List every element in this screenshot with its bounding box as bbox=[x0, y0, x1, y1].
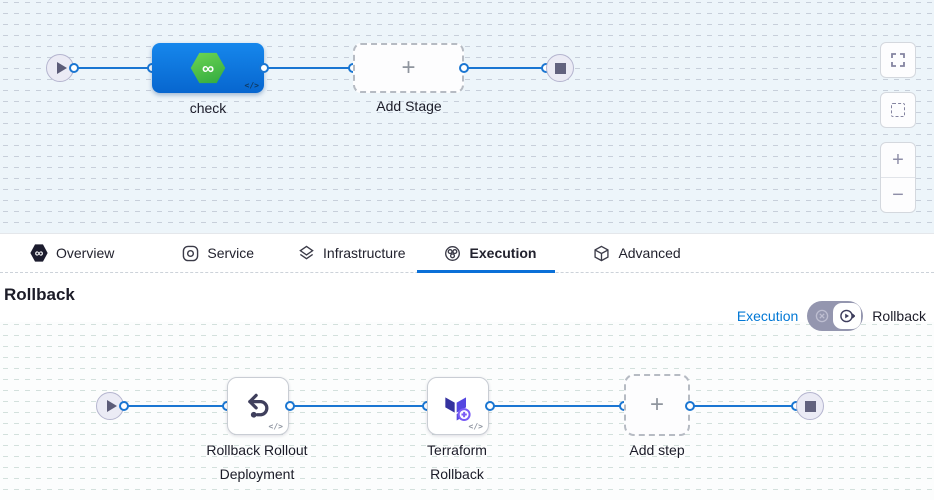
execution-icon bbox=[444, 244, 462, 262]
code-view-icon[interactable]: </> bbox=[244, 81, 259, 90]
fullscreen-icon bbox=[891, 53, 905, 67]
add-step-label: Add step bbox=[629, 442, 685, 458]
add-step-button[interactable]: + bbox=[624, 374, 690, 436]
edge bbox=[290, 405, 427, 407]
edge bbox=[690, 405, 796, 407]
stop-icon bbox=[804, 400, 816, 412]
zoom-group: + − bbox=[880, 142, 916, 213]
tab-infrastructure[interactable]: Infrastructure bbox=[297, 244, 406, 262]
pipeline-end-node bbox=[546, 54, 574, 82]
stage-node-check[interactable]: ∞ </> bbox=[152, 43, 264, 93]
service-icon bbox=[181, 244, 199, 262]
pipeline-tabbar: ∞ Overview Service Infrastructure Execut… bbox=[0, 233, 934, 273]
circle-x-icon bbox=[815, 309, 829, 323]
edge-port bbox=[119, 401, 129, 411]
rollback-canvas[interactable]: </> Rollback Rollout Deployment </> Terr… bbox=[0, 322, 934, 500]
advanced-icon bbox=[592, 244, 610, 262]
rollback-section-header: Rollback Execution Rollback bbox=[0, 273, 934, 331]
stage-canvas[interactable]: ∞ </> check + Add Stage bbox=[0, 0, 934, 233]
step-node-terraform-rollback[interactable]: </> bbox=[427, 377, 489, 435]
execution-mode-switcher: Execution Rollback bbox=[737, 301, 926, 331]
stage-node-label: check bbox=[189, 100, 227, 116]
harness-logo-icon: ∞ bbox=[30, 244, 48, 262]
add-stage-button[interactable]: + bbox=[353, 43, 464, 93]
edge-port bbox=[459, 63, 469, 73]
stop-icon bbox=[554, 62, 566, 74]
step-label: Terraform Rollback bbox=[427, 442, 487, 482]
step-label: Rollback Rollout Deployment bbox=[206, 442, 308, 482]
terraform-icon bbox=[445, 397, 471, 421]
harness-cd-icon: ∞ bbox=[190, 52, 226, 84]
rollback-mode-label: Rollback bbox=[872, 308, 926, 324]
marquee-select-icon bbox=[891, 103, 905, 117]
rollback-end-node bbox=[796, 392, 824, 420]
add-stage-label: Add Stage bbox=[376, 98, 442, 114]
play-icon bbox=[56, 62, 67, 74]
toggle-knob-rerun-icon[interactable] bbox=[833, 303, 862, 329]
active-tab-indicator bbox=[417, 270, 555, 273]
edge bbox=[124, 405, 227, 407]
tab-overview[interactable]: ∞ Overview bbox=[30, 244, 114, 262]
edge-port bbox=[685, 401, 695, 411]
tab-execution[interactable]: Execution bbox=[444, 244, 536, 262]
plus-icon: + bbox=[401, 54, 416, 81]
tab-advanced[interactable]: Advanced bbox=[592, 244, 681, 262]
edge bbox=[74, 67, 152, 69]
edge-port bbox=[285, 401, 295, 411]
edge bbox=[490, 405, 624, 407]
infrastructure-icon bbox=[297, 244, 315, 262]
rollback-arrow-icon bbox=[248, 393, 269, 418]
edge-port bbox=[69, 63, 79, 73]
plus-icon: + bbox=[649, 391, 664, 418]
zoom-out-button[interactable]: − bbox=[892, 184, 904, 206]
step-node-rollback-rollout[interactable]: </> bbox=[227, 377, 289, 435]
edge-port bbox=[259, 63, 269, 73]
edge-port bbox=[485, 401, 495, 411]
tab-service[interactable]: Service bbox=[181, 244, 254, 262]
edge bbox=[464, 67, 546, 69]
zoom-in-button[interactable]: + bbox=[881, 143, 915, 178]
edge bbox=[264, 67, 353, 69]
marquee-select-button[interactable] bbox=[880, 92, 916, 128]
execution-rollback-toggle[interactable] bbox=[807, 301, 864, 331]
section-title: Rollback bbox=[4, 285, 75, 304]
play-icon bbox=[106, 400, 117, 412]
execution-mode-link[interactable]: Execution bbox=[736, 308, 799, 324]
code-view-icon[interactable]: </> bbox=[268, 422, 283, 431]
fullscreen-button[interactable] bbox=[880, 42, 916, 78]
code-view-icon[interactable]: </> bbox=[468, 422, 483, 431]
